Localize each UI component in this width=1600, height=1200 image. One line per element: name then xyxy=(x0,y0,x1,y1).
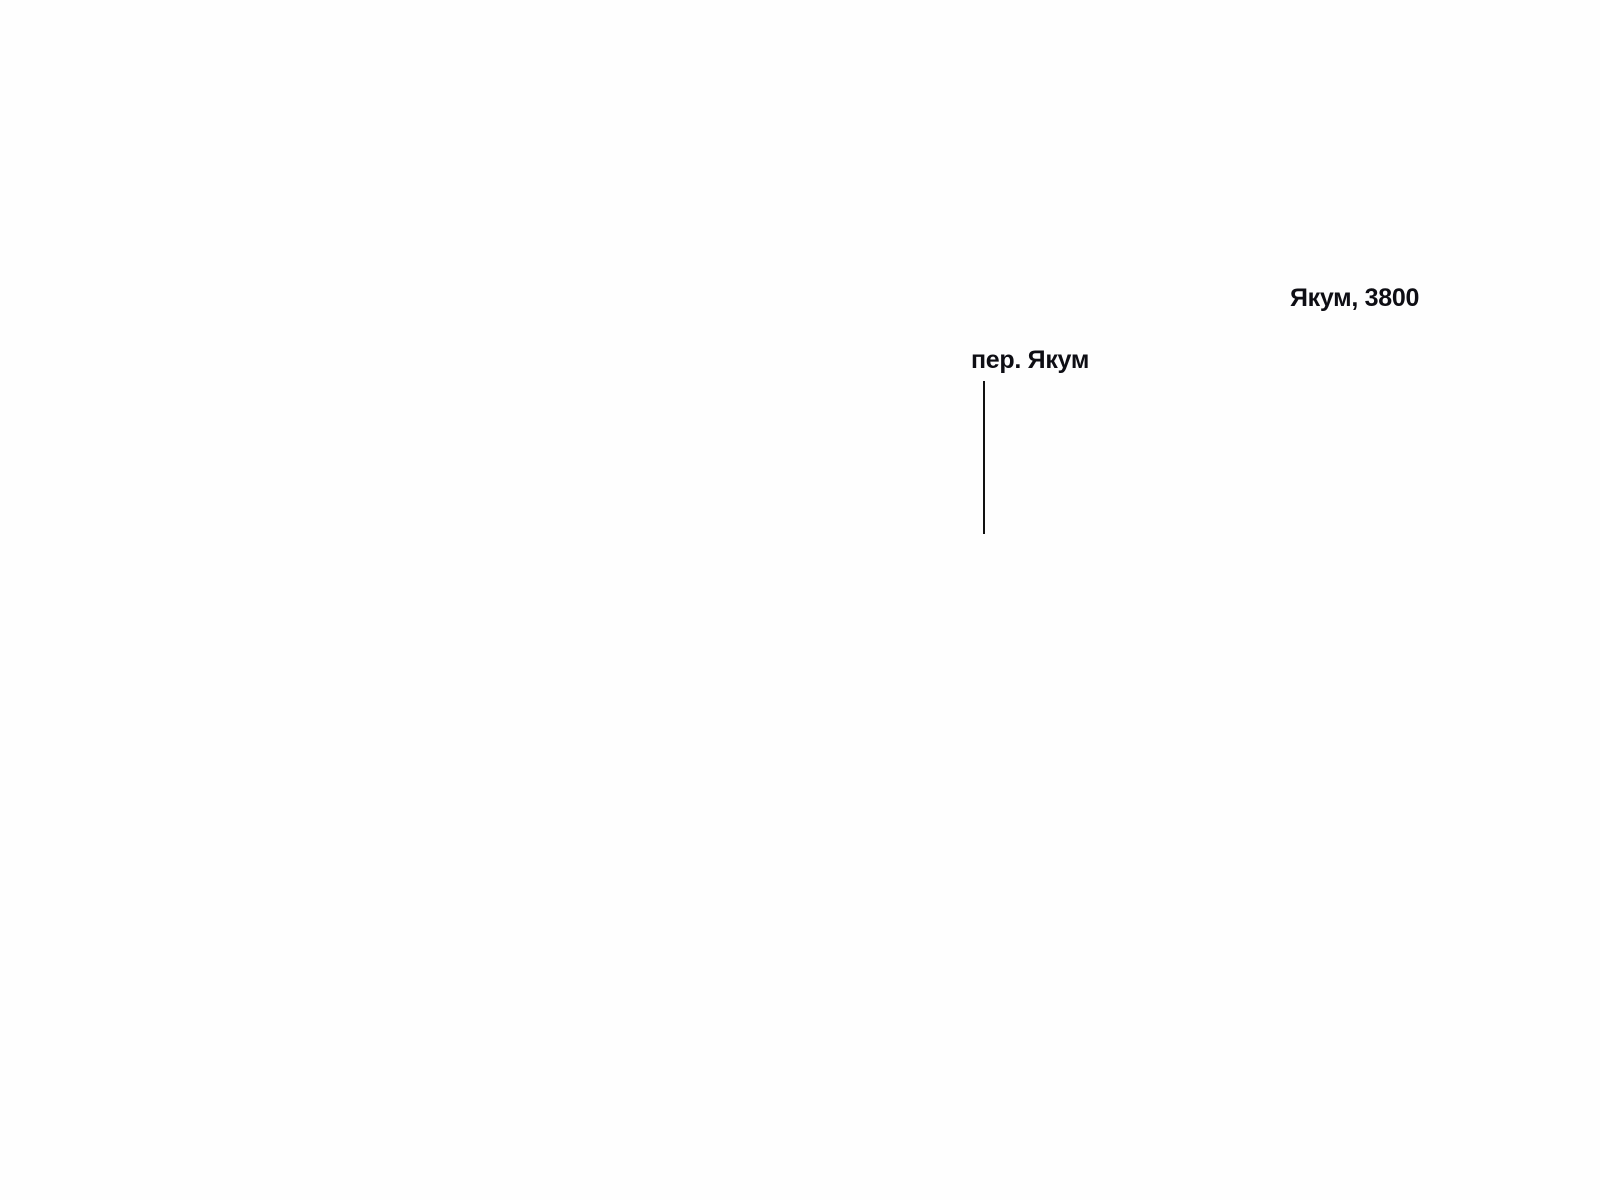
site-label: Якум, 3800 xyxy=(1290,284,1420,312)
lane-line xyxy=(983,381,985,534)
lane-label: пер. Якум xyxy=(971,346,1090,374)
